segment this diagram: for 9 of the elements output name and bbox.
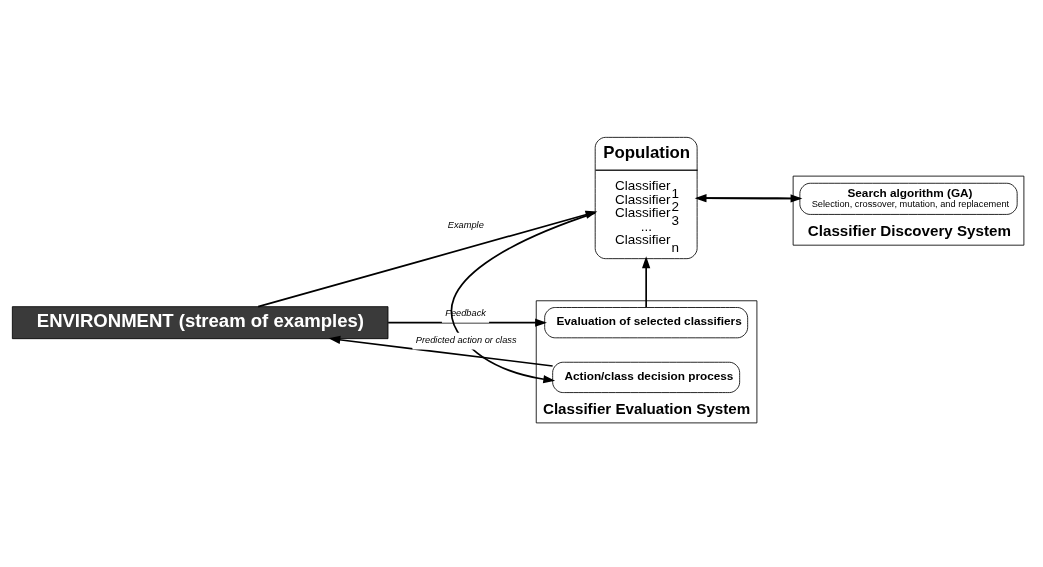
- node-box: ENVIRONMENT (stream of examples): [11, 306, 389, 340]
- arrow: [642, 256, 651, 309]
- node-box: Action/class decision process: [552, 361, 741, 393]
- node-box: Search algorithm (GA) Selection, crossover, mutation, and replacement: [799, 182, 1018, 215]
- edge-label: Predicted action or class: [415, 334, 517, 345]
- node-box: Evaluation of selected classifiers: [544, 307, 749, 339]
- edge-label: Example: [447, 220, 484, 231]
- arrow: [387, 318, 547, 327]
- arrow: [328, 335, 554, 367]
